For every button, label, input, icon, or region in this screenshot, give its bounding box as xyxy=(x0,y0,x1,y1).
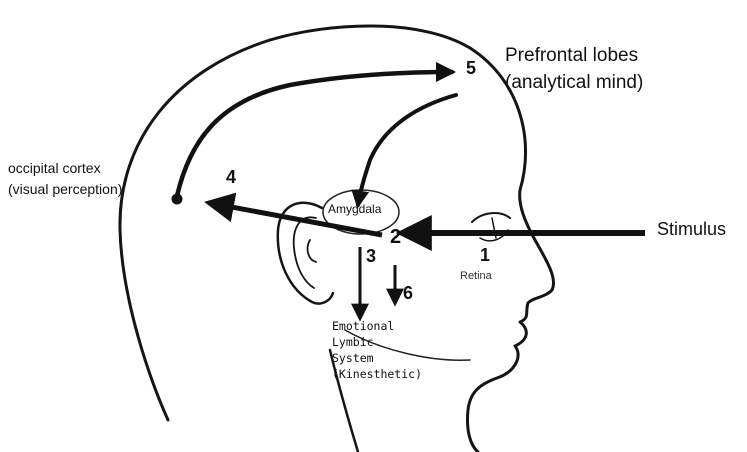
retina-label: Retina xyxy=(460,270,492,283)
eye-icon xyxy=(472,213,510,241)
stimulus-label: Stimulus xyxy=(657,219,726,240)
occipital-dot xyxy=(172,194,183,205)
limbic-system-label: Emotional Lymbic System (Kinesthetic) xyxy=(332,318,422,382)
limbic-line-4: (Kinesthetic) xyxy=(332,366,422,382)
step-5-label: 5 xyxy=(466,58,476,79)
step-4-label: 4 xyxy=(226,167,236,188)
occipital-subtitle: (visual perception) xyxy=(8,181,122,197)
head-outline xyxy=(120,26,554,452)
limbic-line-1: Emotional xyxy=(332,318,422,334)
limbic-line-3: System xyxy=(332,350,422,366)
arrow-5-occipital-to-prefrontal xyxy=(177,72,452,196)
amygdala-label: Amygdala xyxy=(328,203,381,217)
prefrontal-subtitle: (analytical mind) xyxy=(505,72,643,94)
prefrontal-title: Prefrontal lobes xyxy=(505,45,638,67)
limbic-line-2: Lymbic xyxy=(332,334,422,350)
step-3-label: 3 xyxy=(366,246,376,267)
arrow-5-prefrontal-to-amygdala xyxy=(358,95,456,205)
step-6-label: 6 xyxy=(403,283,413,304)
occipital-title: occipital cortex xyxy=(8,160,101,176)
step-2-label: 2 xyxy=(390,226,401,249)
step-1-label: 1 xyxy=(480,245,490,266)
